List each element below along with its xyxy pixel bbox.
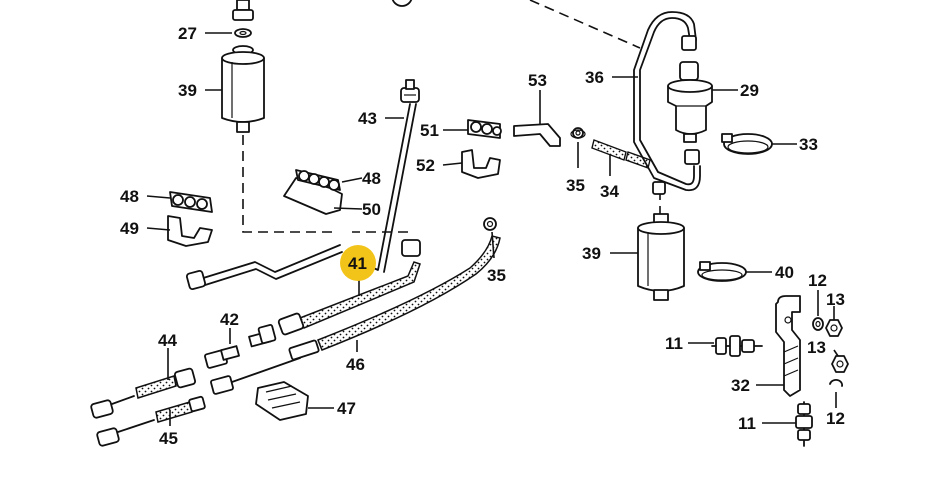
hose-34: [591, 139, 651, 169]
fuel-hose-46: [288, 235, 501, 361]
mounting-bracket-32: [775, 295, 801, 397]
highlight-marker: [340, 245, 376, 281]
fuel-filter-39-bottom: [637, 213, 685, 301]
leader-lines: [146, 32, 839, 426]
clamp-52: [461, 149, 501, 179]
callout-36: 36: [585, 68, 604, 87]
callout-52: 52: [416, 156, 435, 175]
fuel-pump-29: [667, 61, 713, 143]
fuel-hose-44: [90, 367, 196, 419]
callout-12-bottom: 12: [826, 409, 845, 428]
bolt-11-lower: [795, 401, 813, 447]
callout-35-bottom: 35: [487, 266, 506, 285]
washer-12-upper: [812, 317, 824, 331]
callout-48-left: 48: [120, 187, 139, 206]
nut-13-upper: [825, 319, 843, 337]
callout-13-top: 13: [826, 290, 845, 309]
callout-11-lower: 11: [738, 414, 756, 433]
clamp-48-50: [283, 169, 343, 215]
fuel-line-36: [633, 11, 701, 195]
callout-43: 43: [358, 109, 377, 128]
hose-clamp-40: [697, 261, 747, 282]
callout-12-top: 12: [808, 271, 827, 290]
callout-labels: 27 39 43 48 50 48 49 51 52 53 36 29 33 3…: [120, 24, 845, 448]
hose-clip-35-bottom: [483, 217, 497, 231]
bolt-11-upper: [711, 335, 763, 357]
callout-48-center: 48: [362, 169, 381, 188]
callout-41: 41: [348, 254, 367, 273]
callout-34: 34: [600, 182, 619, 201]
callout-50: 50: [362, 200, 381, 219]
callout-47: 47: [337, 399, 356, 418]
callout-40: 40: [775, 263, 794, 282]
clamp-47: [255, 381, 309, 421]
callout-49: 49: [120, 219, 139, 238]
callout-35-top: 35: [566, 176, 585, 195]
callout-39-top: 39: [178, 81, 197, 100]
callout-42: 42: [220, 310, 239, 329]
fuel-line-43: [185, 79, 420, 291]
callout-45: 45: [159, 429, 178, 448]
nut-13-lower: [831, 355, 849, 373]
callout-29: 29: [740, 81, 759, 100]
hose-clamp-33: [721, 133, 773, 155]
callout-11-upper: 11: [665, 334, 683, 353]
fittings-42: [204, 324, 301, 395]
hose-clip-35-top: [570, 127, 586, 139]
fuel-hose-41: [277, 239, 421, 336]
fuel-hose-45: [96, 395, 206, 447]
fuel-filter-39-top: [221, 45, 265, 133]
callout-32: 32: [731, 376, 750, 395]
callout-39-right: 39: [582, 244, 601, 263]
clamp-48-49: [167, 191, 213, 247]
callout-44: 44: [158, 331, 177, 350]
callout-27: 27: [178, 24, 197, 43]
washer-12-lower: [829, 379, 843, 387]
callout-46: 46: [346, 355, 365, 374]
callout-51: 51: [420, 121, 439, 140]
callout-13-lower: 13: [807, 338, 826, 357]
callout-53: 53: [528, 71, 547, 90]
clamp-51: [467, 119, 502, 139]
fitting-27: [232, 0, 254, 38]
bracket-53: [513, 123, 561, 147]
callout-33: 33: [799, 135, 818, 154]
